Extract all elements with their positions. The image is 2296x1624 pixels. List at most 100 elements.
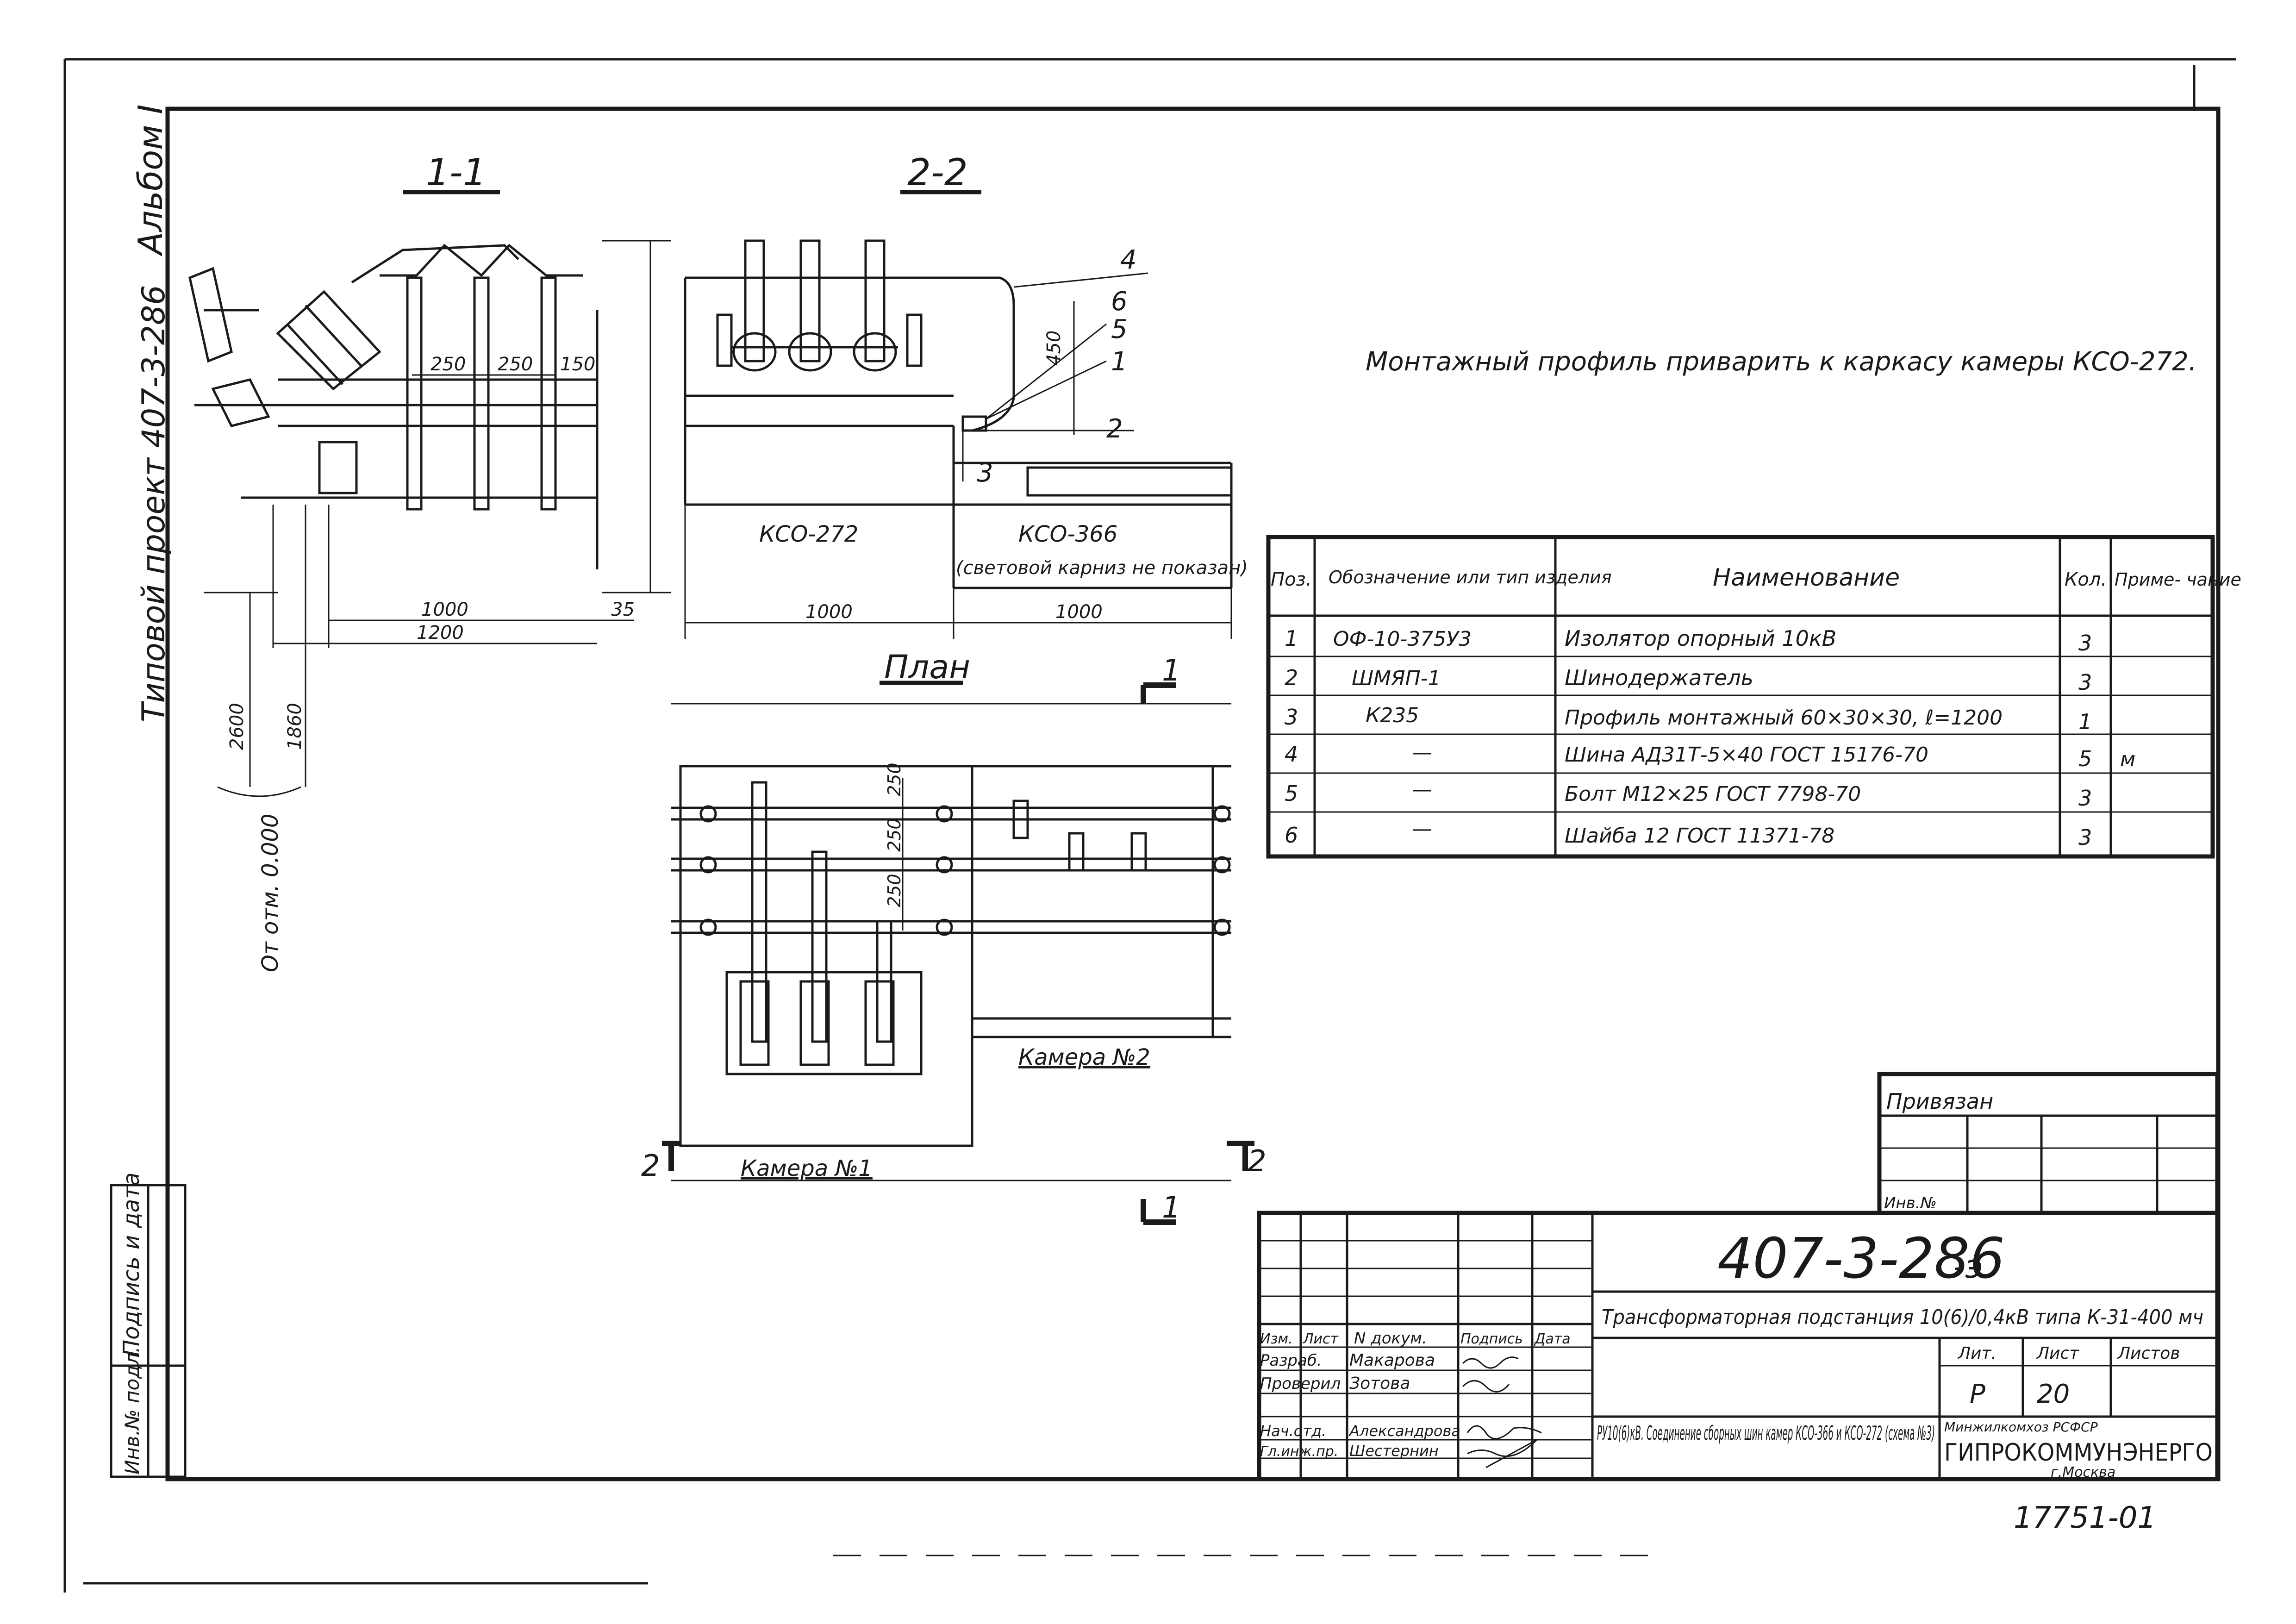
row-2-designation: ШМЯП-1 — [1352, 667, 1441, 690]
callout-5: 5 — [1111, 314, 1128, 344]
section-1-1-drawing — [188, 190, 671, 797]
row-3-pos: 3 — [1285, 705, 1298, 730]
role-gl-inzh: Гл.инж.пр. — [1260, 1443, 1338, 1460]
cut-mark-1-bottom: 1 — [1162, 1191, 1181, 1225]
row-3-qty: 1 — [2078, 709, 2092, 734]
lit-label: Лит. — [1957, 1344, 1997, 1363]
hdr-list: Лист — [1303, 1331, 1339, 1347]
plan-dim-250-c: 250 — [884, 874, 905, 907]
row-1-name: Изолятор опорный 10кВ — [1565, 626, 1836, 651]
album-label: Альбом I — [131, 104, 170, 256]
role-proveril: Проверил — [1260, 1374, 1341, 1393]
project-vertical-label: Типовой проект 407-3-286 — [136, 285, 172, 722]
callout-3: 3 — [977, 458, 993, 488]
dim-1000-left: 1000 — [805, 601, 853, 623]
row-6-name: Шайба 12 ГОСТ 11371-78 — [1565, 824, 1834, 848]
row-6-qty: 3 — [2078, 825, 2092, 850]
row-2-name: Шинодержатель — [1565, 665, 1753, 690]
hdr-ndoc: N докум. — [1354, 1329, 1427, 1348]
row-4-qty: 5 — [2078, 746, 2092, 771]
name-proveril: Зотова — [1349, 1374, 1410, 1393]
cut-mark-2-left: 2 — [641, 1149, 660, 1183]
label-kso-366: КСО-366 — [1018, 521, 1117, 547]
inv-no-label: Инв.№ — [1884, 1194, 1937, 1212]
spec-table-rows: 1 ОФ-10-375У3 Изолятор опорный 10кВ 3 2 … — [1285, 626, 2135, 850]
margin-inv: Инв.№ подл. — [121, 1347, 144, 1474]
signatures — [1462, 1356, 1542, 1468]
doc-number: 407-3-286 — [1717, 1227, 2005, 1291]
name-gl-inzh: Шестернин — [1349, 1442, 1439, 1460]
doc-suffix: -э — [1953, 1248, 1983, 1286]
role-nach-otd: Нач.отд. — [1260, 1422, 1326, 1440]
role-razrab: Разраб. — [1260, 1351, 1322, 1370]
org-name: ГИПРОКОММУНЭНЕРГО — [1944, 1439, 2213, 1467]
label-kso-272: КСО-272 — [759, 521, 858, 547]
plan-title: План — [884, 648, 970, 686]
org-ministry: Минжилкомхоз РСФСР — [1944, 1419, 2098, 1435]
left-margin-stamp — [110, 1184, 187, 1478]
hdr-izm: Изм. — [1260, 1331, 1293, 1347]
plan-drawing — [662, 681, 1254, 1225]
row-4-designation: — — [1412, 741, 1432, 764]
th-qty: Кол. — [2065, 569, 2107, 590]
label-chamber-2: Камера №2 — [1018, 1044, 1150, 1070]
hdr-sign: Подпись — [1460, 1331, 1523, 1347]
name-razrab: Макарова — [1349, 1351, 1435, 1370]
label-chamber-1: Камера №1 — [741, 1156, 873, 1181]
row-6-pos: 6 — [1285, 823, 1298, 848]
row-5-pos: 5 — [1285, 781, 1298, 806]
row-4-name: Шина АД31Т-5×40 ГОСТ 15176-70 — [1565, 743, 1928, 767]
dim-250-a: 250 — [430, 354, 466, 375]
callout-2: 2 — [1106, 414, 1123, 444]
row-6-designation: — — [1412, 817, 1432, 841]
section-2-2-drawing — [684, 190, 1233, 639]
title-block-grid — [1257, 1211, 2220, 1481]
th-name: Наименование — [1713, 564, 1900, 592]
row-1-designation: ОФ-10-375У3 — [1333, 627, 1472, 651]
label-cornice-note: (световой карниз не показан) — [956, 557, 1248, 579]
elevation-label: От отм. 0.000 — [257, 814, 283, 972]
th-designation: Обозначение или тип изделия — [1329, 567, 1612, 587]
th-note: Приме- чание — [2115, 569, 2241, 590]
section-1-1-title: 1-1 — [426, 151, 487, 194]
spec-table-grid — [1266, 535, 2215, 859]
mounting-note: Монтажный профиль приварить к каркасу ка… — [1366, 347, 2197, 377]
row-3-name: Профиль монтажный 60×30×30, ℓ=1200 — [1565, 706, 2003, 730]
sheets-label: Листов — [2117, 1344, 2180, 1363]
dim-35: 35 — [611, 599, 635, 620]
row-4-note: м — [2120, 748, 2135, 771]
callout-1: 1 — [1111, 347, 1128, 377]
dim-1200: 1200 — [417, 622, 464, 643]
row-5-qty: 3 — [2078, 786, 2092, 811]
th-pos: Поз. — [1271, 569, 1312, 590]
callout-6: 6 — [1111, 287, 1128, 317]
sheet-title: РУ10(6)кВ. Соединение сборных шин камер … — [1597, 1422, 1935, 1444]
sheet-frame — [63, 58, 2236, 1593]
name-nach-otd: Александрова — [1348, 1422, 1460, 1440]
cut-mark-2-right: 2 — [1248, 1144, 1267, 1179]
plan-dim-250-a: 250 — [884, 762, 905, 796]
margin-sign-date: Подпись и дата — [119, 1172, 144, 1356]
sheet-value: 20 — [2037, 1379, 2070, 1409]
row-5-name: Болт М12×25 ГОСТ 7798-70 — [1565, 782, 1861, 806]
sheet-code: 17751-01 — [2014, 1501, 2156, 1535]
plan-dim-250-b: 250 — [884, 818, 905, 852]
row-1-pos: 1 — [1285, 626, 1298, 651]
row-2-qty: 3 — [2078, 670, 2092, 695]
row-4-pos: 4 — [1285, 742, 1298, 767]
hdr-date: Дата — [1534, 1331, 1571, 1347]
lit-value: Р — [1970, 1379, 1985, 1409]
section-2-2-title: 2-2 — [907, 151, 968, 194]
org-city: г.Москва — [2051, 1464, 2115, 1480]
sheet-label: Лист — [2036, 1344, 2079, 1363]
cut-mark-1-top: 1 — [1162, 654, 1181, 688]
row-5-designation: — — [1412, 778, 1432, 801]
row-3-designation: К235 — [1366, 704, 1419, 727]
dim-150: 150 — [560, 354, 595, 375]
row-2-pos: 2 — [1285, 665, 1298, 690]
privyazan-label: Привязан — [1886, 1089, 1993, 1114]
row-1-qty: 3 — [2078, 631, 2092, 656]
dim-450: 450 — [1043, 331, 1065, 366]
